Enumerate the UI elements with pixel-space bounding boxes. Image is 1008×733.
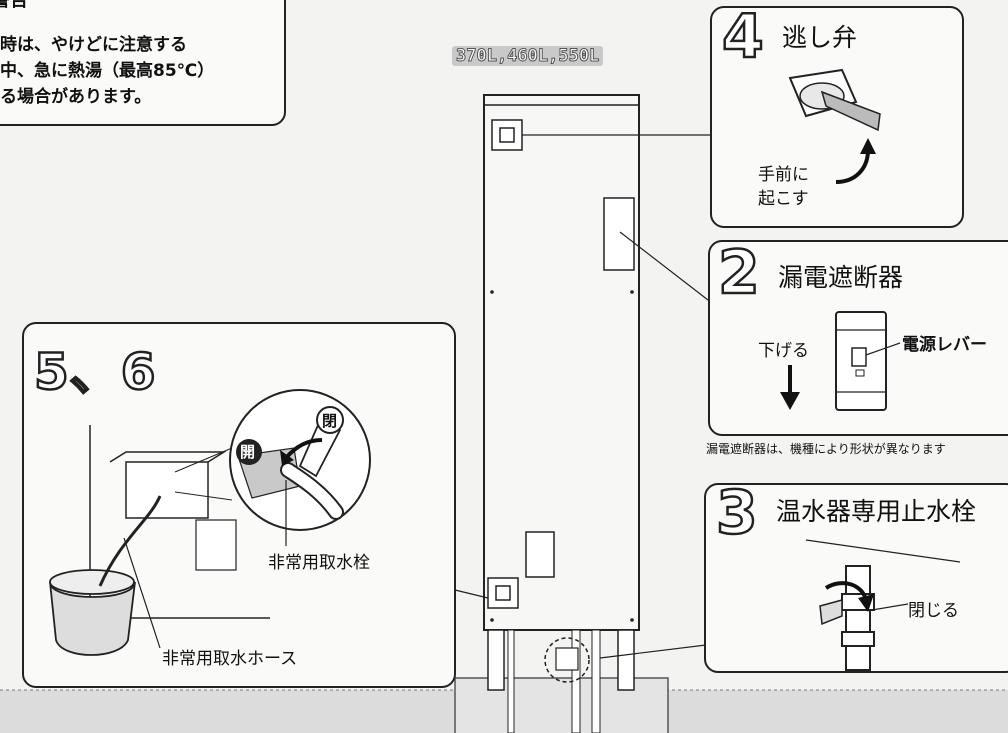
warning-line-2: 中、急に熱湯（最高85℃） — [0, 61, 215, 81]
open-marker — [236, 439, 262, 465]
capacity-badge: 370L,460L,550L — [452, 46, 604, 67]
emergency-faucet-label: 非常用取水栓 — [268, 553, 370, 573]
leg-right — [617, 629, 635, 691]
bucket-icon — [49, 581, 136, 656]
relief-valve-instruction-2: 起こす — [758, 189, 809, 209]
step-number-4: 4 — [721, 1, 765, 74]
relief-valve-title: 逃し弁 — [782, 23, 858, 52]
hose-sketch — [98, 495, 162, 587]
step-number-3: 3 — [715, 477, 759, 550]
power-lever-icon — [851, 347, 867, 367]
down-arrow-icon — [780, 392, 800, 410]
step-number-2: 2 — [717, 237, 761, 310]
breaker-action-label: 下げる — [758, 341, 809, 361]
warning-line-3: る場合があります。 — [0, 87, 152, 107]
panel-relief-valve — [710, 6, 964, 228]
water-heater-tank — [483, 94, 640, 631]
step-number-5-6: 5、6 — [33, 342, 157, 403]
close-label: 閉 — [322, 412, 338, 430]
side-panel — [525, 531, 555, 578]
power-lever-label: 電源レバー — [902, 335, 987, 355]
breaker-title: 漏電遮断器 — [778, 263, 904, 292]
warning-line-1: 時は、やけどに注意する — [0, 35, 187, 55]
tank-base-sketch — [125, 461, 209, 519]
warning-heading: 警告 — [0, 0, 28, 11]
close-arrow-icon — [824, 581, 868, 601]
stop-valve-title: 温水器専用止水栓 — [776, 497, 977, 526]
close-marker — [316, 406, 344, 434]
breaker-note: 漏電遮断器は、機種により形状が異なります — [706, 442, 946, 456]
emergency-hose-label: 非常用取水ホース — [162, 649, 298, 669]
breaker-cover — [603, 197, 635, 271]
leg-left — [487, 629, 505, 691]
stop-valve-highlight — [544, 637, 590, 683]
open-arrow-icon — [284, 438, 323, 460]
warning-box — [0, 0, 286, 126]
relief-valve-instruction-1: 手前に — [758, 165, 809, 185]
emergency-faucet-cover — [487, 577, 519, 609]
stop-valve-action-label: 閉じる — [908, 601, 959, 621]
open-label: 開 — [240, 443, 256, 461]
lift-arrow-icon — [835, 149, 870, 184]
